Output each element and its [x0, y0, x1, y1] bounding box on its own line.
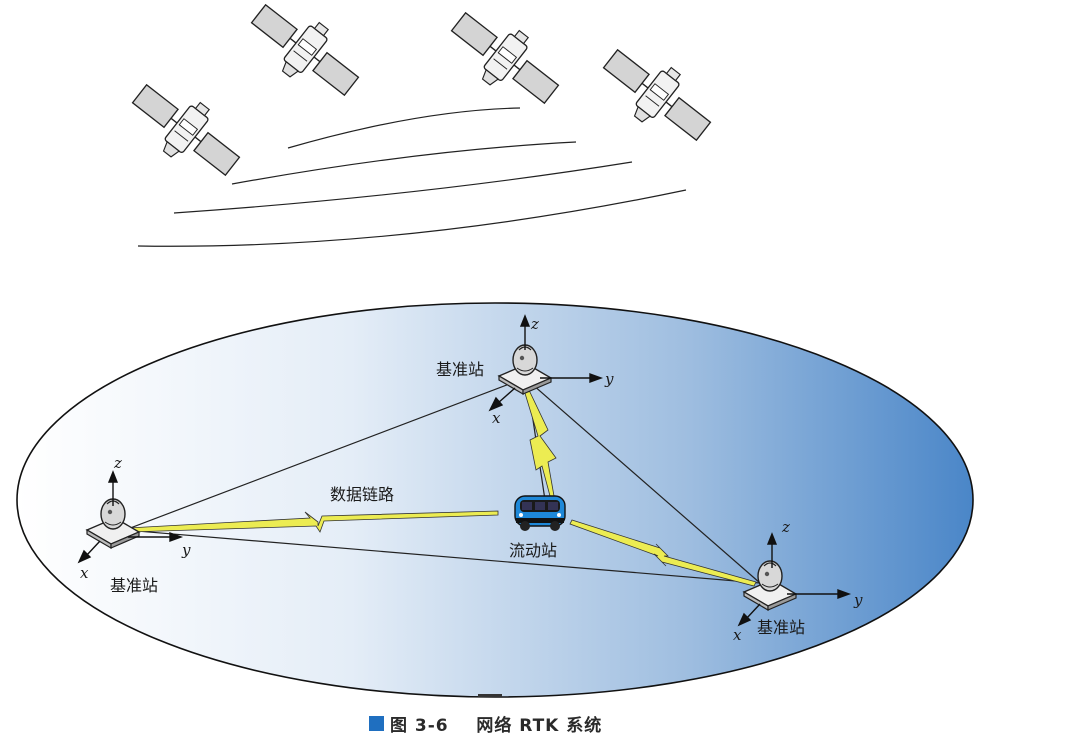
base-station-label-left: 基准站 — [110, 576, 158, 595]
axes-right-station — [737, 532, 852, 627]
satellite-icon — [239, 0, 371, 111]
axis-z-label: z — [781, 518, 790, 536]
signal-waves — [137, 107, 687, 247]
axis-x-label: x — [733, 626, 742, 644]
figure-title: 网络 RTK 系统 — [476, 715, 603, 736]
data-link-bolts — [127, 387, 757, 587]
autonomous-bus-icon — [514, 495, 566, 531]
axes-left-station — [77, 470, 184, 564]
axis-z-label: z — [530, 315, 539, 333]
satellite-icon — [591, 34, 723, 156]
base-station-label-top: 基准站 — [436, 360, 484, 379]
axis-x-label: x — [492, 409, 501, 427]
caption-square-icon — [369, 715, 384, 731]
axis-x-label: x — [80, 564, 89, 582]
ellipse-base-mark — [478, 694, 502, 697]
base-station-label-right: 基准站 — [757, 618, 805, 637]
axis-z-label: z — [113, 454, 122, 472]
figure-number: 图 3-6 — [390, 715, 449, 736]
ground-plane — [16, 302, 974, 698]
figure-caption: 图 3-6 网络 RTK 系统 — [369, 710, 602, 736]
data-link-label: 数据链路 — [330, 485, 394, 504]
caption-gap — [449, 713, 477, 733]
satellite-icon — [439, 0, 571, 119]
axis-y-label: y — [604, 370, 614, 388]
axis-y-label: y — [853, 591, 863, 609]
satellite-icon — [120, 69, 252, 191]
rover-station-label: 流动站 — [509, 541, 557, 560]
axes-top-station — [488, 314, 604, 412]
axis-y-label: y — [181, 541, 191, 559]
